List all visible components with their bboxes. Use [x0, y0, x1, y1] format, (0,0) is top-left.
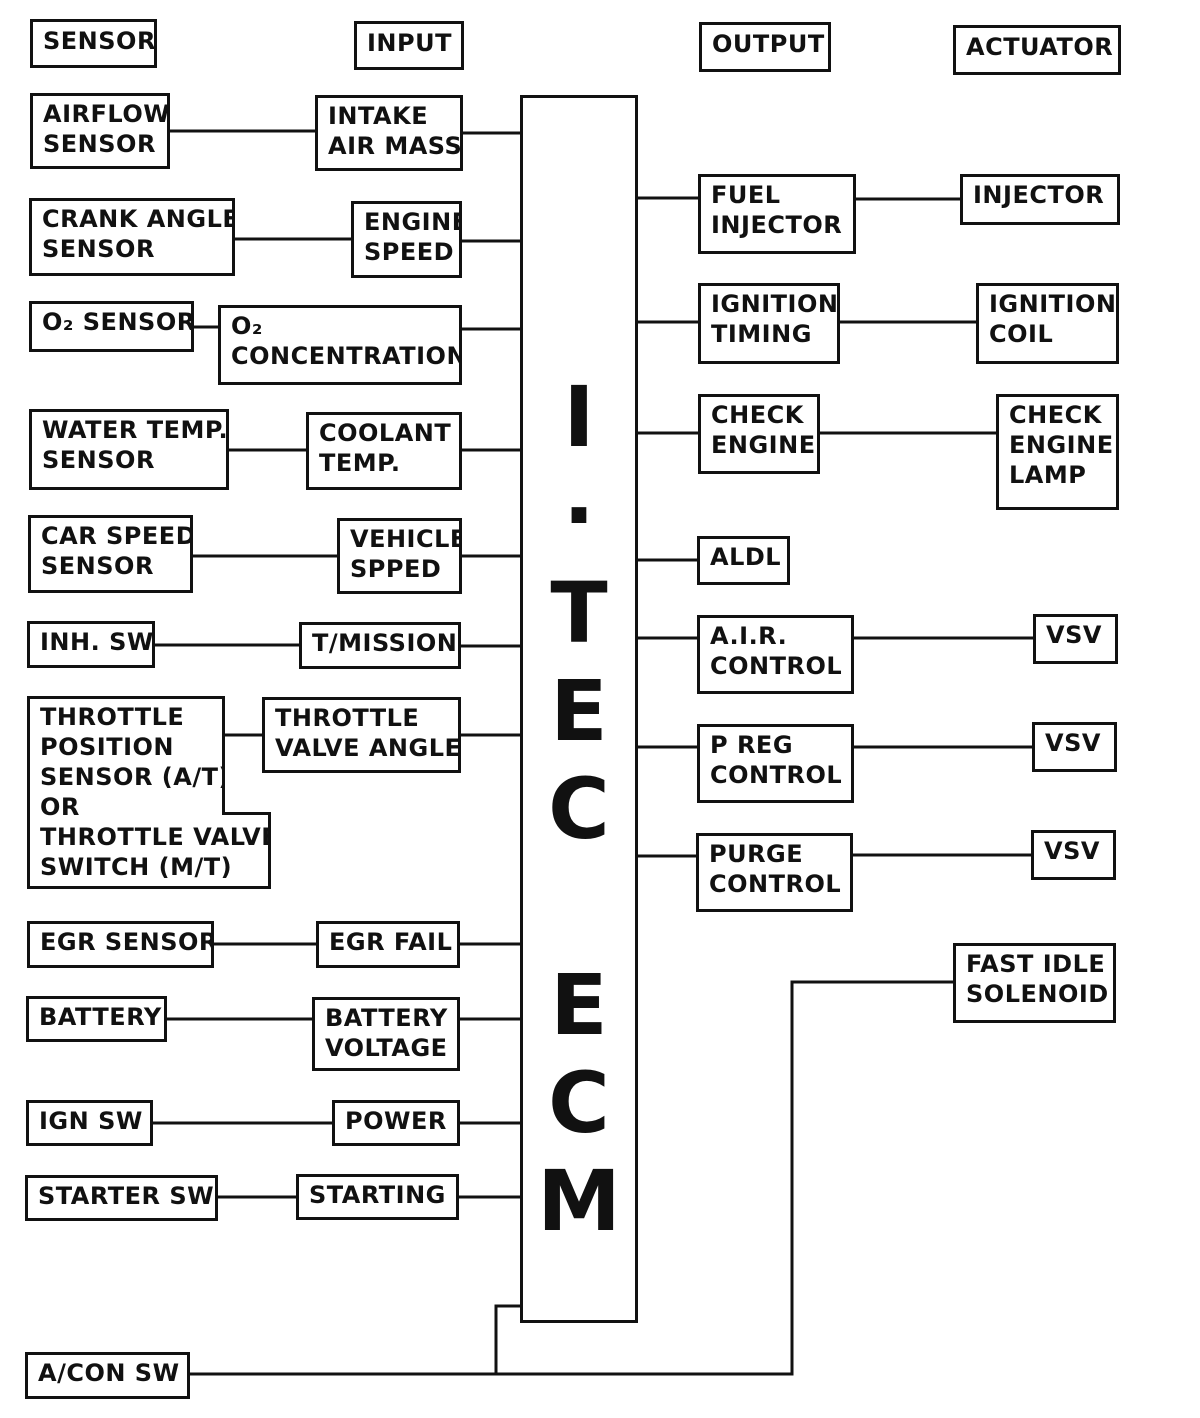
output-aldl: ALDL	[697, 536, 790, 585]
wire-acon-ecm	[494, 1304, 522, 1374]
wire-acon-fast-idle	[190, 980, 953, 1376]
input-starting: STARTING	[296, 1174, 459, 1220]
actuator-ignition-coil: IGNITION COIL	[976, 283, 1119, 364]
header-actuator: ACTUATOR	[953, 25, 1121, 75]
sensor-water-temp: WATER TEMP. SENSOR	[29, 409, 229, 490]
input-tmission: T/MISSION	[299, 622, 461, 669]
input-coolant-temp: COOLANT TEMP.	[306, 412, 462, 490]
input-egr-fail: EGR FAIL	[316, 921, 460, 968]
sensor-throttle-outline	[27, 696, 271, 889]
sensor-o2: O₂ SENSOR	[29, 301, 194, 352]
sensor-ign-sw: IGN SW	[26, 1100, 153, 1146]
output-fuel-injector: FUEL INJECTOR	[698, 174, 856, 254]
input-o2-concentration: O₂ CONCENTRATION	[218, 305, 462, 385]
actuator-check-engine-lamp: CHECK ENGINE LAMP	[996, 394, 1119, 510]
actuator-vsv-air: VSV	[1033, 614, 1118, 664]
output-ignition-timing: IGNITION TIMING	[698, 283, 840, 364]
actuator-vsv-purge: VSV	[1031, 830, 1116, 880]
input-battery-voltage: BATTERY VOLTAGE	[312, 997, 460, 1071]
input-intake-air-mass: INTAKE AIR MASS	[315, 95, 463, 171]
header-output: OUTPUT	[699, 22, 831, 72]
header-sensor: SENSOR	[30, 19, 157, 68]
sensor-airflow: AIRFLOW SENSOR	[30, 93, 170, 169]
input-engine-speed: ENGINE SPEED	[351, 201, 462, 278]
output-check-engine: CHECK ENGINE	[698, 394, 820, 474]
output-purge-control: PURGE CONTROL	[696, 833, 853, 912]
itec-ecm-block: I · T E C E C M	[520, 95, 638, 1323]
actuator-vsv-preg: VSV	[1032, 722, 1117, 772]
input-power: POWER	[332, 1100, 460, 1146]
actuator-fast-idle-solenoid: FAST IDLE SOLENOID	[953, 943, 1116, 1023]
ecm-title: I · T E C E C M	[537, 368, 621, 1250]
input-throttle-valve-angle: THROTTLE VALVE ANGLE	[262, 697, 461, 773]
output-air-control: A.I.R. CONTROL	[697, 615, 854, 694]
input-vehicle-speed: VEHICLE SPPED	[337, 518, 462, 594]
header-input: INPUT	[354, 21, 464, 70]
sensor-battery: BATTERY	[26, 996, 167, 1042]
sensor-egr: EGR SENSOR	[27, 921, 214, 968]
output-preg-control: P REG CONTROL	[697, 724, 854, 803]
sensor-throttle-border	[27, 696, 271, 889]
sensor-inh-sw: INH. SW	[27, 621, 155, 668]
sensor-crank-angle: CRANK ANGLE SENSOR	[29, 198, 235, 276]
sensor-starter-sw: STARTER SW	[25, 1175, 218, 1221]
sensor-acon-sw: A/CON SW	[25, 1352, 190, 1399]
sensor-car-speed: CAR SPEED SENSOR	[28, 515, 193, 593]
actuator-injector: INJECTOR	[960, 174, 1120, 225]
